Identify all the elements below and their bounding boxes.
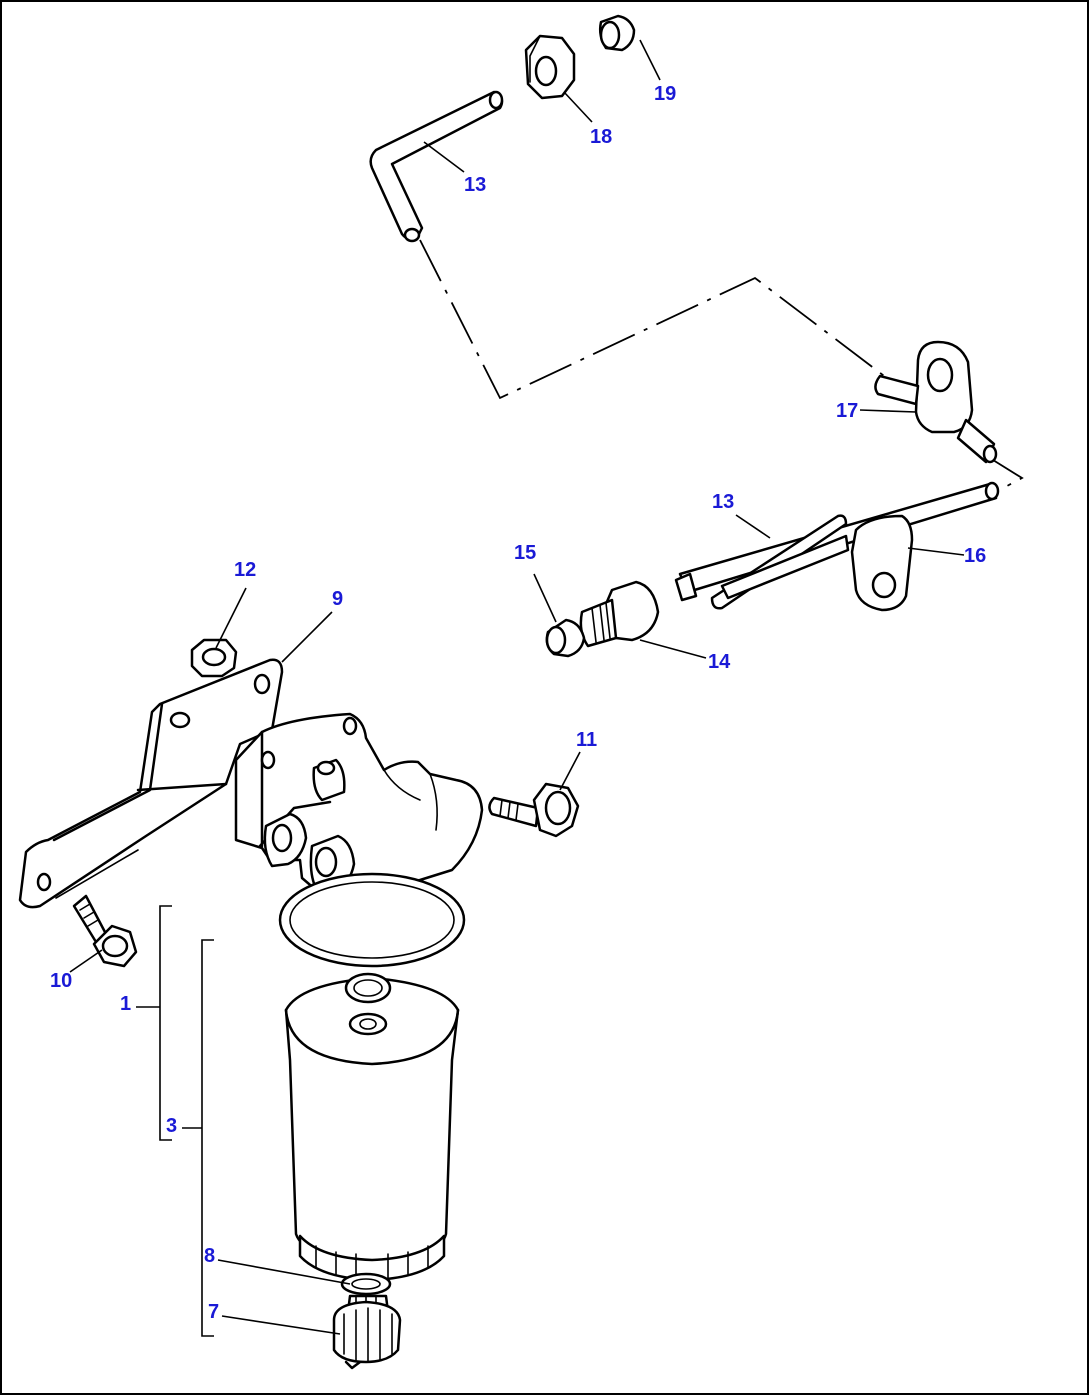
part-19-cap: [598, 14, 636, 52]
part-10-bolt: [72, 894, 138, 968]
assembly-dashed-lines: [419, 239, 1024, 495]
part-16-banjo-fitting: [710, 514, 914, 612]
callout-17: 17: [836, 400, 858, 422]
callout-7: 7: [208, 1301, 219, 1323]
callout-13-lower: 13: [712, 491, 734, 513]
part-11-bolt: [488, 782, 580, 838]
callout-1: 1: [120, 993, 131, 1015]
callout-19: 19: [654, 83, 676, 105]
part-9-bracket: [18, 658, 284, 909]
callout-9: 9: [332, 588, 343, 610]
assembly-bracket-1: [136, 905, 172, 1141]
part-7-drain-plug: [332, 1294, 402, 1370]
part-14-connector: [579, 580, 660, 648]
assembly-bracket-3: [182, 939, 214, 1337]
callout-18: 18: [590, 126, 612, 148]
part-13-bent-tube: [369, 90, 504, 243]
callout-16: 16: [964, 545, 986, 567]
callout-12: 12: [234, 559, 256, 581]
part-12-nut: [190, 638, 238, 678]
callout-11: 11: [576, 729, 597, 751]
part-17-banjo-fitting: [874, 340, 998, 464]
callout-3: 3: [166, 1115, 177, 1137]
callout-14: 14: [708, 651, 731, 673]
part-15-cap: [545, 618, 586, 658]
callout-15: 15: [514, 542, 536, 564]
callout-8: 8: [204, 1245, 215, 1267]
callout-10: 10: [50, 970, 72, 992]
filter-cartridge: [284, 972, 460, 1282]
leader-lines: [69, 39, 965, 1335]
filter-head: [234, 712, 484, 898]
callouts: 19 18 13 17 13 16 15 14 12 9 11 10 1 3 8…: [50, 83, 986, 1323]
callout-13-upper: 13: [464, 174, 486, 196]
o-ring: [278, 872, 466, 968]
part-18-nut: [524, 34, 576, 100]
part-8-sealing-ring: [340, 1272, 392, 1296]
